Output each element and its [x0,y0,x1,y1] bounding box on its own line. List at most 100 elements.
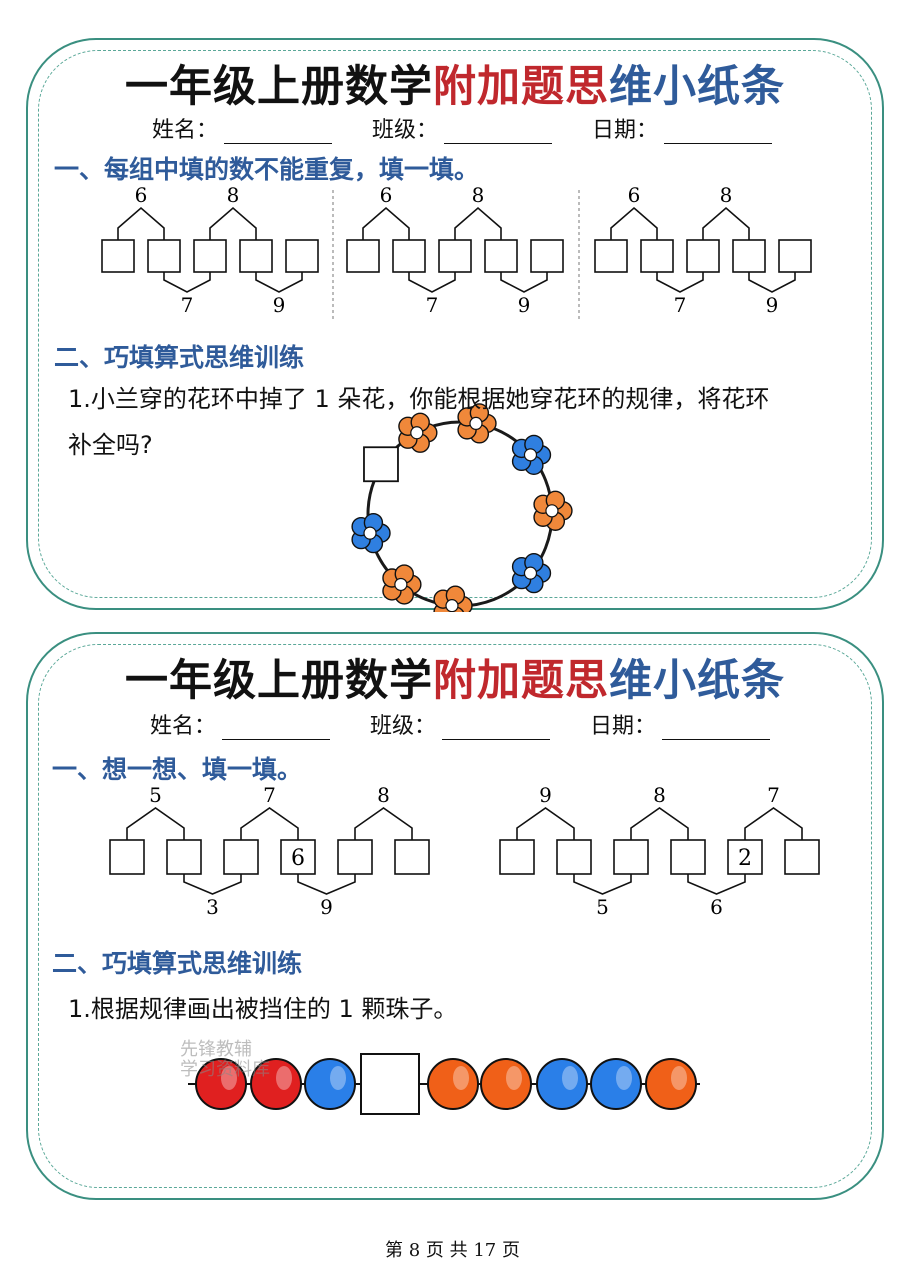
orange-bead [427,1058,479,1110]
flower-center [410,426,424,440]
answer-box[interactable] [594,239,628,273]
top-number: 6 [380,183,393,207]
bottom-number: 9 [273,293,286,317]
class-field[interactable]: 班级： [372,112,553,144]
bead-highlight [276,1066,292,1090]
connector-line [573,874,632,895]
answer-box[interactable] [530,239,564,273]
class-field[interactable]: 班级： [370,708,551,740]
name-field[interactable]: 姓名： [150,708,331,740]
connector-line [610,206,658,240]
answer-box[interactable] [166,839,202,875]
given-number: 6 [291,846,305,871]
section-2-heading: 二、巧填算式思维训练 [54,343,305,372]
answer-box[interactable] [101,239,135,273]
connector-line [744,807,803,840]
top-number: 9 [539,783,552,807]
bead-highlight [616,1066,632,1090]
date-field[interactable]: 日期： [592,112,773,144]
top-number: 8 [377,783,390,807]
top-number: 8 [720,183,733,207]
flower-center [523,566,538,580]
answer-box[interactable] [337,839,373,875]
blue-bead [590,1058,642,1110]
answer-box[interactable] [280,839,316,875]
bottom-number: 7 [674,293,687,317]
connector-line [126,807,185,840]
missing-flower-box[interactable] [363,446,399,483]
connector-line [117,206,165,240]
connector-line [630,807,689,840]
#f0883a-flower [382,564,422,605]
red-bead [250,1058,302,1110]
answer-box[interactable] [613,839,649,875]
bead-highlight [453,1066,469,1090]
flower-center [363,526,377,540]
top-number: 8 [653,783,666,807]
worksheet-card-1: 一年级上册数学附加题思维小纸条 姓名： 班级： 日期： 一、每组中填的数不能重复… [26,38,884,612]
name-field[interactable]: 姓名： [152,112,333,144]
answer-box[interactable] [778,239,812,273]
connector-line [500,272,548,293]
red-bead [195,1058,247,1110]
answer-box[interactable] [732,239,766,273]
top-number: 7 [263,783,276,807]
#f0883a-flower [457,403,497,444]
bead-highlight [671,1066,687,1090]
flower-center [394,577,408,592]
answer-box[interactable] [484,239,518,273]
connector-line [748,272,796,293]
answer-box[interactable] [394,839,430,875]
connector-line [656,272,704,293]
top-number: 7 [767,783,780,807]
bottom-number: 3 [206,895,219,919]
top-number: 6 [135,183,148,207]
given-number: 2 [738,846,752,871]
answer-box[interactable] [499,839,535,875]
answer-box[interactable] [285,239,319,273]
answer-box[interactable] [784,839,820,875]
flower-center [545,504,559,518]
answer-box[interactable] [392,239,426,273]
hidden-bead-box[interactable] [360,1053,420,1115]
top-number: 5 [149,783,162,807]
#2f7fe0-flower [351,512,391,554]
blue-bead [536,1058,588,1110]
answer-box[interactable] [727,839,763,875]
question-1: 1.根据规律画出被挡住的 1 颗珠子。 [68,995,458,1023]
answer-box[interactable] [346,239,380,273]
answer-box[interactable] [686,239,720,273]
connector-line [354,807,413,840]
answer-box[interactable] [670,839,706,875]
section-1-heading: 一、想一想、填一填。 [52,755,303,784]
answer-box[interactable] [239,239,273,273]
answer-box[interactable] [193,239,227,273]
card-dashed-border [38,644,872,1188]
top-number: 6 [628,183,641,207]
connector-line [362,206,410,240]
connector-line [687,874,746,895]
card1-title: 一年级上册数学附加题思维小纸条 [125,62,785,112]
answer-box[interactable] [223,839,259,875]
watermark: 先锋教辅学习资料库 [180,1039,270,1080]
connector-line [183,874,242,895]
connector-line [297,874,356,895]
connector-line [516,807,575,840]
answer-box[interactable] [438,239,472,273]
bead-highlight [562,1066,578,1090]
section-1-heading: 一、每组中填的数不能重复，填一填。 [54,155,480,184]
bottom-number: 7 [426,293,439,317]
answer-box[interactable] [147,239,181,273]
answer-box[interactable] [556,839,592,875]
flower-center [523,448,538,462]
worksheet-card-2: 一年级上册数学附加题思维小纸条 姓名： 班级： 日期： 一、想一想、填一填。 5… [26,632,884,1200]
bottom-number: 9 [766,293,779,317]
answer-box[interactable] [109,839,145,875]
date-field[interactable]: 日期： [590,708,771,740]
connector-line [408,272,456,293]
answer-box[interactable] [640,239,674,273]
